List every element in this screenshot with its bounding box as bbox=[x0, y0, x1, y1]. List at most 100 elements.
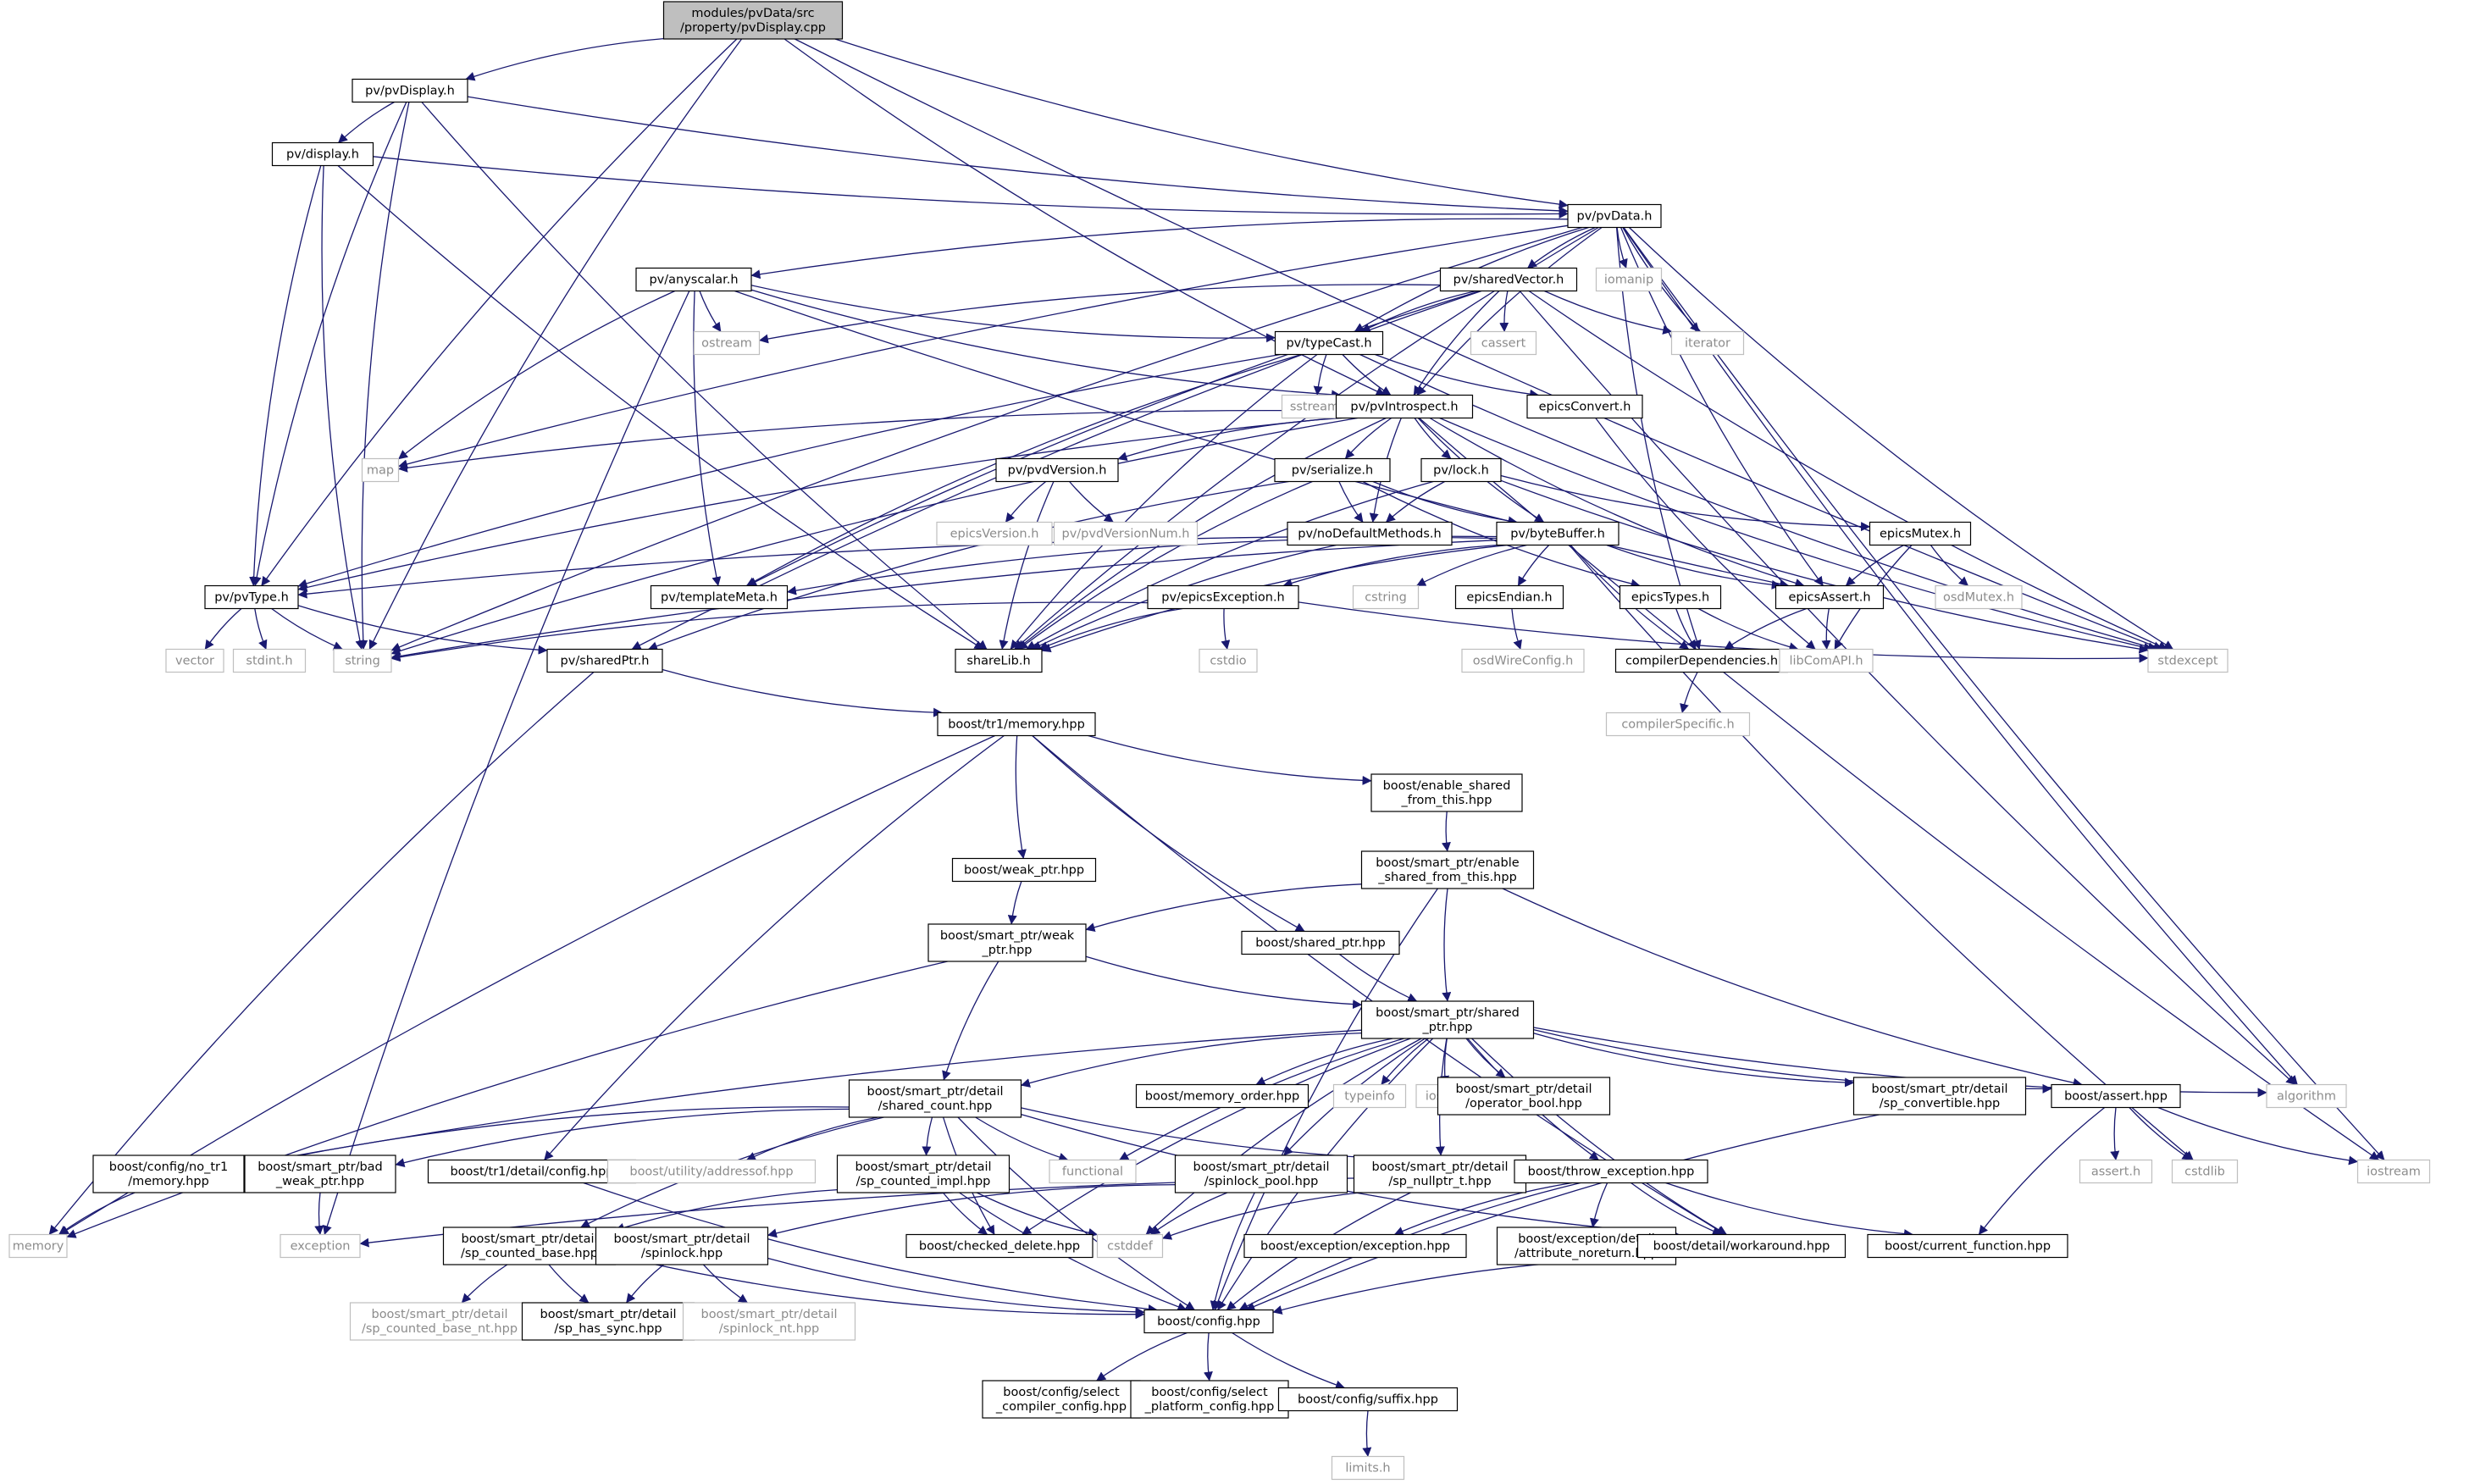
node-box bbox=[1277, 1387, 1459, 1412]
node-pvIntrospect-h[interactable]: pv/pvIntrospect.h bbox=[1335, 394, 1474, 419]
node-epicsMutex-h[interactable]: epicsMutex.h bbox=[1869, 521, 1972, 546]
node-epicsAssert-h[interactable]: epicsAssert.h bbox=[1775, 584, 1885, 610]
node-workaround[interactable]: boost/detail/workaround.hpp bbox=[1636, 1233, 1847, 1259]
node-spinlock[interactable]: boost/smart_ptr/detail/spinlock.hpp bbox=[595, 1227, 769, 1265]
node-epicsConvert-h[interactable]: epicsConvert.h bbox=[1526, 394, 1643, 419]
node-templateMeta-h[interactable]: pv/templateMeta.h bbox=[650, 584, 789, 610]
edge-anyscalar-h-to-pvIntrospect-h bbox=[750, 289, 1342, 400]
node-pvData-h[interactable]: pv/pvData.h bbox=[1567, 203, 1662, 229]
edge-epicsConvert-h-to-libComAPI-h bbox=[1595, 418, 1816, 651]
node-suffix[interactable]: boost/config/suffix.hpp bbox=[1277, 1387, 1459, 1412]
node-attribute-noreturn[interactable]: boost/exception/detail/attribute_noretur… bbox=[1496, 1227, 1677, 1265]
node-label: epicsConvert.h bbox=[1539, 401, 1631, 414]
node-pvType-h[interactable]: pv/pvType.h bbox=[204, 584, 299, 610]
node-current-function[interactable]: boost/current_function.hpp bbox=[1867, 1233, 2068, 1259]
node-box bbox=[352, 78, 468, 103]
node-pvDisplay-h[interactable]: pv/pvDisplay.h bbox=[352, 78, 468, 103]
node-no-tr1-memory[interactable]: boost/config/no_tr1/memory.hpp bbox=[92, 1155, 245, 1193]
edge-pvData-h-to-pvIntrospect-h bbox=[1416, 226, 1603, 396]
node-box bbox=[1096, 1233, 1164, 1259]
edge-boost-config-to-suffix bbox=[1232, 1332, 1345, 1390]
edge-typeCast-h-to-shareLib-h bbox=[1010, 353, 1318, 650]
node-box bbox=[1370, 773, 1523, 812]
edge-tr1-memory-to-weak-ptr bbox=[1015, 735, 1027, 860]
node-pvdVersion-h[interactable]: pv/pvdVersion.h bbox=[995, 457, 1119, 483]
node-sp-weak-ptr[interactable]: boost/smart_ptr/weak_ptr.hpp bbox=[927, 923, 1087, 962]
node-sp-shared-ptr[interactable]: boost/smart_ptr/shared_ptr.hpp bbox=[1360, 1000, 1535, 1039]
edge-sharedVector-h-to-ostream bbox=[758, 284, 1441, 344]
node-select-compiler[interactable]: boost/config/select_compiler_config.hpp bbox=[982, 1380, 1141, 1419]
node-label: algorithm bbox=[2277, 1090, 2336, 1104]
node-boost-assert[interactable]: boost/assert.hpp bbox=[2051, 1083, 2181, 1109]
node-label: epicsTypes.h bbox=[1631, 591, 1709, 605]
node-label: map bbox=[367, 464, 394, 478]
node-pvdVersionNum-h: pv/pvdVersionNum.h bbox=[1053, 521, 1199, 546]
node-shareLib-h[interactable]: shareLib.h bbox=[955, 648, 1043, 673]
edge-typeCast-h-to-stdexcept bbox=[1359, 353, 2158, 651]
edge-sp-enable-shared-to-sp-shared-ptr bbox=[1442, 888, 1452, 1002]
edge-epicsMutex-h-to-epicsAssert-h bbox=[1845, 544, 1905, 586]
node-lock-h[interactable]: pv/lock.h bbox=[1420, 457, 1502, 483]
node-sp-counted-base[interactable]: boost/smart_ptr/detail/sp_counted_base.h… bbox=[442, 1227, 617, 1265]
node-label: libComAPI.h bbox=[1789, 655, 1863, 668]
node-shared-ptr[interactable]: boost/shared_ptr.hpp bbox=[1241, 930, 1400, 955]
node-sp-counted-impl[interactable]: boost/smart_ptr/detail/sp_counted_impl.h… bbox=[836, 1155, 1010, 1193]
node-shared-count[interactable]: boost/smart_ptr/detail/shared_count.hpp bbox=[848, 1079, 1022, 1118]
node-label: stdexcept bbox=[2157, 655, 2218, 668]
node-sp-convertible[interactable]: boost/smart_ptr/detail/sp_convertible.hp… bbox=[1852, 1077, 2027, 1116]
node-byteBuffer-h[interactable]: pv/byteBuffer.h bbox=[1496, 521, 1619, 546]
node-exception-hpp[interactable]: boost/exception/exception.hpp bbox=[1243, 1233, 1467, 1259]
node-spinlock-pool[interactable]: boost/smart_ptr/detail/spinlock_pool.hpp bbox=[1174, 1155, 1348, 1193]
edge-boost-assert-to-cstdlib bbox=[2129, 1107, 2192, 1161]
node-operator-bool[interactable]: boost/smart_ptr/detail/operator_bool.hpp bbox=[1437, 1077, 1611, 1116]
node-root[interactable]: modules/pvData/src/property/pvDisplay.cp… bbox=[662, 1, 844, 40]
node-memory-order[interactable]: boost/memory_order.hpp bbox=[1135, 1083, 1309, 1109]
node-weak-ptr[interactable]: boost/weak_ptr.hpp bbox=[951, 857, 1097, 883]
node-label: epicsMutex.h bbox=[1880, 528, 1961, 541]
node-enable-shared[interactable]: boost/enable_shared_from_this.hpp bbox=[1370, 773, 1523, 812]
node-epicsTypes-h[interactable]: epicsTypes.h bbox=[1619, 584, 1722, 610]
edge-pvData-h-to-anyscalar-h bbox=[750, 218, 1569, 280]
node-noDefaultMethods-h[interactable]: pv/noDefaultMethods.h bbox=[1287, 521, 1453, 546]
node-epicsException-h[interactable]: pv/epicsException.h bbox=[1147, 584, 1299, 610]
node-tr1-detail-config[interactable]: boost/tr1/detail/config.hpp bbox=[427, 1159, 637, 1184]
node-box bbox=[905, 1233, 1094, 1259]
node-tr1-memory[interactable]: boost/tr1/memory.hpp bbox=[937, 712, 1096, 737]
edge-pvData-h-to-algorithm bbox=[1623, 227, 2298, 1085]
node-label: boost/smart_ptr/detail bbox=[1371, 1160, 1508, 1174]
node-box bbox=[2051, 1083, 2181, 1109]
edge-throw-exception-to-current-function bbox=[1665, 1182, 1913, 1239]
node-box bbox=[8, 1233, 68, 1259]
edge-shared-count-to-sp-counted-impl bbox=[922, 1116, 933, 1156]
node-sp-has-sync[interactable]: boost/smart_ptr/detail/sp_has_sync.hpp bbox=[521, 1302, 695, 1341]
node-sp-nullptr-t[interactable]: boost/smart_ptr/detail/sp_nullptr_t.hpp bbox=[1353, 1155, 1527, 1193]
edge-shared-count-to-boost-config bbox=[957, 1116, 1195, 1311]
node-throw-exception[interactable]: boost/throw_exception.hpp bbox=[1514, 1159, 1708, 1184]
node-epicsEndian-h[interactable]: epicsEndian.h bbox=[1454, 584, 1564, 610]
node-typeCast-h[interactable]: pv/typeCast.h bbox=[1274, 330, 1384, 356]
node-compilerDependencies-h[interactable]: compilerDependencies.h bbox=[1614, 648, 1789, 673]
edge-shared-count-to-bad-weak-ptr bbox=[395, 1108, 850, 1167]
node-box bbox=[1454, 584, 1564, 610]
edge-epicsTypes-h-to-compilerDependencies-h bbox=[1675, 608, 1697, 650]
node-checked-delete[interactable]: boost/checked_delete.hpp bbox=[905, 1233, 1094, 1259]
edge-shared-count-to-no-tr1-memory bbox=[243, 1106, 850, 1170]
node-select-platform[interactable]: boost/config/select_platform_config.hpp bbox=[1130, 1380, 1289, 1419]
node-bad-weak-ptr[interactable]: boost/smart_ptr/bad_weak_ptr.hpp bbox=[244, 1155, 396, 1193]
node-boost-config[interactable]: boost/config.hpp bbox=[1143, 1309, 1274, 1334]
node-sharedPtr-h[interactable]: pv/sharedPtr.h bbox=[546, 648, 663, 673]
node-anyscalar-h[interactable]: pv/anyscalar.h bbox=[635, 267, 752, 292]
node-serialize-h[interactable]: pv/serialize.h bbox=[1274, 457, 1391, 483]
node-box bbox=[1147, 584, 1299, 610]
edge-pvType-h-to-vector bbox=[204, 608, 242, 650]
node-display-h[interactable]: pv/display.h bbox=[271, 141, 374, 167]
node-sp-enable-shared[interactable]: boost/smart_ptr/enable_shared_from_this.… bbox=[1360, 850, 1535, 889]
edge-boost-assert-to-current-function bbox=[1978, 1106, 2106, 1235]
node-label: epicsEndian.h bbox=[1466, 591, 1552, 605]
node-cassert: cassert bbox=[1470, 330, 1537, 356]
node-label: boost/smart_ptr/shared bbox=[1376, 1006, 1520, 1020]
node-label: boost/weak_ptr.hpp bbox=[964, 864, 1084, 878]
edge-pvDisplay-h-to-pvData-h bbox=[467, 96, 1569, 216]
node-label: pv/templateMeta.h bbox=[661, 591, 778, 605]
node-sharedVector-h[interactable]: pv/sharedVector.h bbox=[1439, 267, 1578, 292]
